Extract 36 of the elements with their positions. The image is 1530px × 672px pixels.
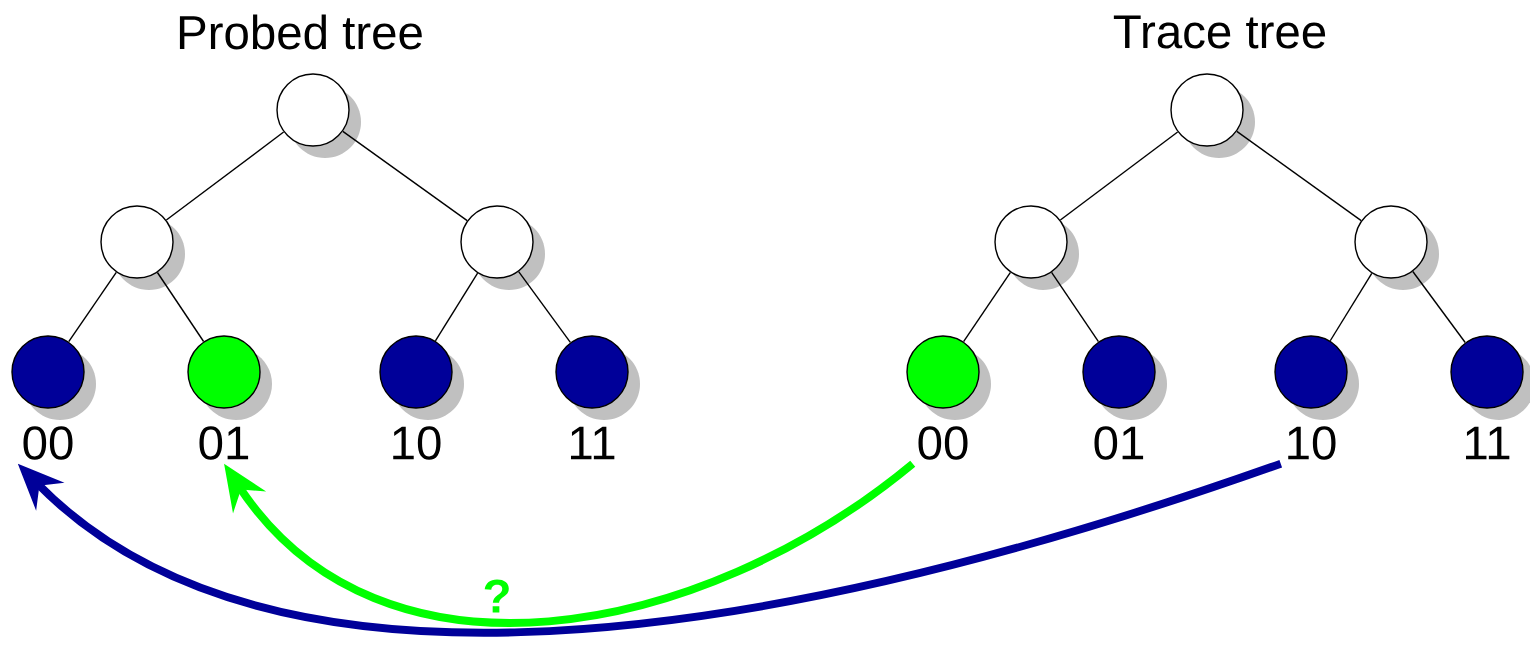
tree-node — [1354, 205, 1439, 290]
tree-branch — [517, 270, 572, 344]
tree-node — [1274, 335, 1359, 420]
edge-label: ? — [484, 579, 509, 613]
tree-branch — [342, 130, 468, 222]
tree-branch — [1059, 131, 1179, 221]
leaf-code: 10 — [1288, 426, 1336, 460]
tree-node — [906, 335, 991, 420]
leaf-code: 01 — [1094, 426, 1144, 460]
tree-branch — [434, 272, 479, 342]
tree-node — [555, 335, 640, 420]
leaf-code: 00 — [918, 426, 968, 460]
tree-branch — [68, 271, 117, 343]
tree-node — [1450, 335, 1530, 420]
tree-node — [1170, 73, 1255, 158]
tree-node — [994, 205, 1079, 290]
leaf-code: 11 — [571, 426, 615, 460]
tree-node — [11, 335, 96, 420]
leaf-code: 10 — [393, 426, 441, 460]
tree-node — [276, 73, 361, 158]
tree-branch — [1329, 272, 1373, 342]
tree-node — [379, 335, 464, 420]
leaf-code: 01 — [199, 426, 249, 460]
tree-branch — [1050, 271, 1100, 343]
tree-node — [187, 335, 272, 420]
tree-node — [460, 205, 545, 290]
tree-branch — [1412, 270, 1466, 344]
tree-node — [1082, 335, 1167, 420]
tree-branch — [165, 131, 285, 221]
tree-title: Probed tree — [179, 14, 422, 50]
tree-node — [100, 205, 185, 290]
tree-branch — [156, 271, 205, 343]
tree-branch — [1236, 130, 1362, 222]
leaf-code: 00 — [23, 426, 73, 460]
leaf-code: 11 — [1466, 426, 1510, 460]
tree-branch — [962, 271, 1012, 343]
